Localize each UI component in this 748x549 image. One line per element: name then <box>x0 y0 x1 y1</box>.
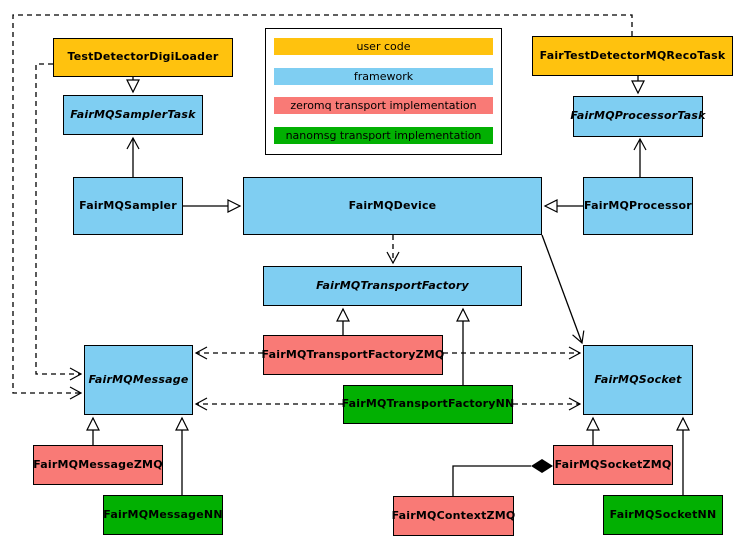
node-fairmqtransportfactory: FairMQTransportFactory <box>263 266 522 306</box>
node-fairmqmessagezmq: FairMQMessageZMQ <box>33 445 163 485</box>
node-fairmqmessagenn: FairMQMessageNN <box>103 495 223 535</box>
node-fairmqcontextzmq: FairMQContextZMQ <box>392 496 515 536</box>
legend-item-framework: framework <box>274 67 493 85</box>
edge-recotask-message <box>12 14 633 400</box>
node-testdetectordigiloader: TestDetectorDigiLoader <box>53 38 233 77</box>
node-fairmqsocketnn: FairMQSocketNN <box>603 495 723 535</box>
edge-contextzmq-socketzmq <box>452 459 553 496</box>
legend-item-user-code: user code <box>274 38 493 55</box>
node-fairmqsampler: FairMQSampler <box>73 177 183 235</box>
node-fairmqsamplertask: FairMQSamplerTask <box>63 95 203 135</box>
node-fairmqprocessortask: FairMQProcessorTask <box>570 96 705 137</box>
node-fairmqtransportfactorynn: FairMQTransportFactoryNN <box>342 385 514 424</box>
node-fairmqsocketzmq: FairMQSocketZMQ <box>553 445 673 485</box>
node-fairmqtransportfactoryzmq: FairMQTransportFactoryZMQ <box>262 335 444 375</box>
legend-item-zeromq: zeromq transport implementation <box>274 97 493 115</box>
node-fairmqdevice: FairMQDevice <box>243 177 542 235</box>
node-fairmqmessage: FairMQMessage <box>84 345 193 415</box>
edge-device-socket <box>541 234 585 345</box>
node-fairmqsocket: FairMQSocket <box>583 345 693 415</box>
composition-diamond-icon <box>531 459 553 473</box>
node-fairmqprocessor: FairMQProcessor <box>583 177 693 235</box>
legend-item-nanomsg: nanomsg transport implementation <box>274 126 493 144</box>
edge-digiloader-message <box>35 63 83 381</box>
legend: user code framework zeromq transport imp… <box>265 28 502 155</box>
node-fairtestdetectormqrecotask: FairTestDetectorMQRecoTask <box>532 36 733 76</box>
